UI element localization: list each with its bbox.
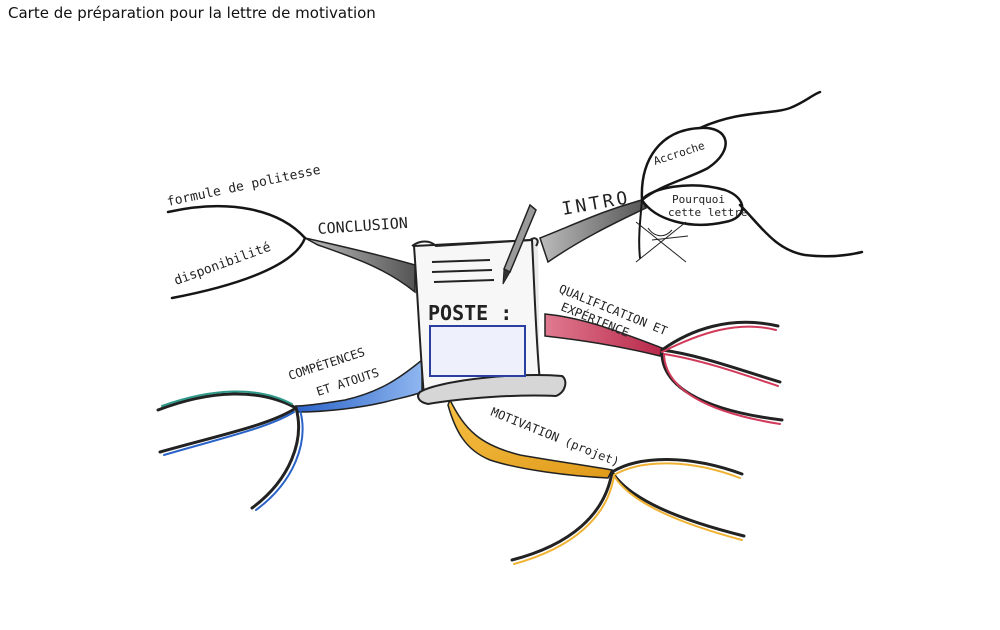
poste-label: POSTE : <box>428 301 512 325</box>
scroll-line-1 <box>431 259 491 263</box>
intro-trunk <box>539 199 648 264</box>
crossed-out-note-icon <box>635 221 689 263</box>
branch-competences: COMPÉTENCES ET ATOUTS <box>156 344 423 511</box>
central-document: POSTE : <box>411 203 567 406</box>
pen-icon <box>502 203 537 285</box>
page-title: Carte de préparation pour la lettre de m… <box>8 4 376 22</box>
branch-qualification: QUALIFICATION ET EXPÉRIENCE <box>544 282 784 425</box>
scroll-line-2 <box>431 269 493 273</box>
intro-sub-cette-lettre: cette lettre <box>668 206 747 219</box>
conclusion-sub-politesse: formule de politesse <box>166 163 322 210</box>
conclusion-trunk <box>304 237 416 294</box>
conclusion-label: CONCLUSION <box>317 214 408 238</box>
intro-sub-pourquoi: Pourquoi <box>672 193 725 206</box>
poste-input-box <box>429 325 526 377</box>
branch-motivation: MOTIVATION (projet) <box>447 398 746 565</box>
motivation-trunk <box>447 398 614 479</box>
branch-intro: INTRO Accroche Pourquoi cette lettre <box>539 90 864 264</box>
scroll-top-curl <box>411 237 539 248</box>
scroll-bottom-curl <box>417 373 567 406</box>
scroll-line-3 <box>433 279 495 283</box>
conclusion-sub-disponibilite: disponibilité <box>172 240 273 289</box>
branch-conclusion: CONCLUSION formule de politesse disponib… <box>166 163 416 300</box>
